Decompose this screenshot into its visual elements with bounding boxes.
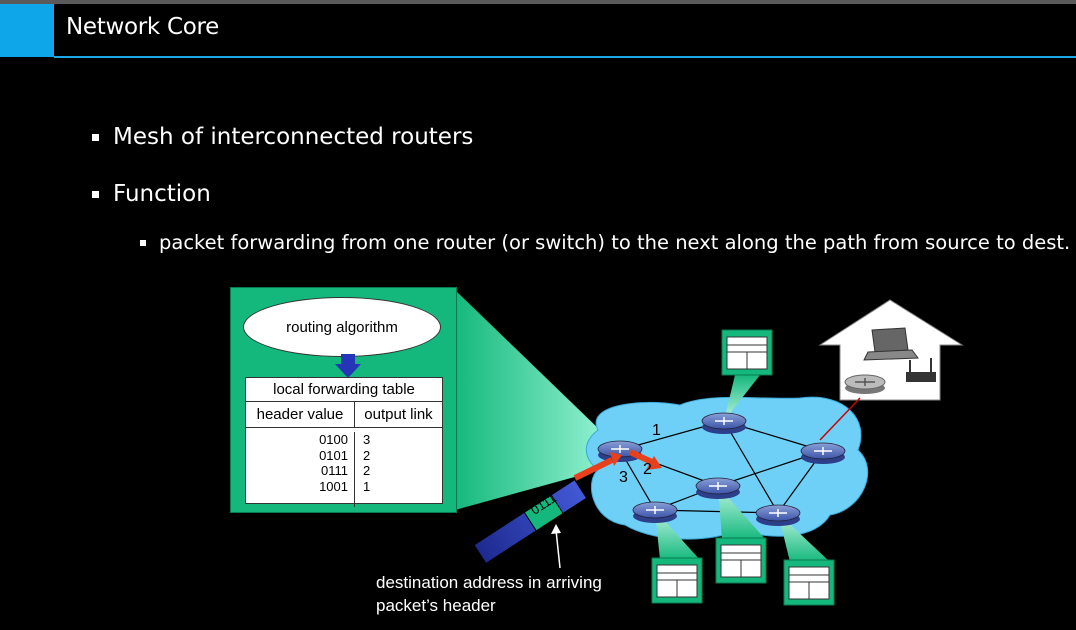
beam-top <box>724 375 760 421</box>
home-router-icon <box>844 374 886 394</box>
caption-arrow <box>551 524 561 569</box>
router-icon <box>695 477 741 499</box>
bullet-forwarding-text: packet forwarding from one router (or sw… <box>159 231 1071 254</box>
bullet-forwarding: packet forwarding from one router (or sw… <box>140 231 1070 254</box>
table-icon <box>651 557 703 604</box>
beam-bottom-mid <box>718 486 766 540</box>
table-cell-link: 2 <box>363 463 371 478</box>
header-value-column: header value <box>246 402 355 427</box>
bullet-function-text: Function <box>113 181 211 207</box>
router-icon <box>800 442 846 464</box>
top-bar <box>0 0 1076 4</box>
table-cell-value: 0101 <box>319 447 348 463</box>
packet-icon <box>473 478 588 565</box>
bullet-marker <box>92 190 99 198</box>
table-cell-value: 1001 <box>319 478 348 494</box>
router-icon <box>632 501 678 523</box>
table-icon <box>715 537 767 584</box>
beam-bottom-left <box>655 510 700 560</box>
bullet-marker <box>140 239 146 246</box>
router-icon <box>701 412 747 434</box>
arrival-arrow <box>573 452 622 481</box>
bullet-mesh-text: Mesh of interconnected routers <box>113 124 474 150</box>
table-icon <box>721 329 773 376</box>
laptop-icon <box>863 327 919 361</box>
caption-line-1: destination address in arriving <box>376 573 602 592</box>
table-cell-link: 1 <box>363 478 371 494</box>
title-rule <box>54 56 1076 58</box>
zoom-beam <box>455 290 600 510</box>
slide-title: Network Core <box>66 14 219 40</box>
output-link-column: output link <box>364 406 433 423</box>
forward-arrow <box>628 449 662 470</box>
caption-line-2: packet’s header <box>376 596 496 615</box>
forwarding-table-title: local forwarding table <box>246 378 442 402</box>
routing-algorithm-ellipse: routing algorithm <box>243 297 441 357</box>
link-label-3: 3 <box>619 469 628 486</box>
bullet-mesh: Mesh of interconnected routers <box>92 124 473 150</box>
wifi-router-icon <box>906 358 936 382</box>
table-cell-value: 0100 <box>319 432 348 447</box>
forwarding-table-header-row: header value output link <box>246 402 442 428</box>
link-label-2: 2 <box>643 461 652 478</box>
forwarding-table: local forwarding table header value outp… <box>245 377 443 507</box>
bullet-function: Function <box>92 181 211 207</box>
table-cell-value: 0111 <box>321 463 348 478</box>
forwarding-table-rows: 0100 0101 0111 1001 3 2 2 1 <box>246 428 442 507</box>
bullet-marker <box>92 133 99 141</box>
table-cell-link: 3 <box>363 432 371 447</box>
title-accent-block <box>0 4 54 57</box>
home-link <box>819 397 861 441</box>
beam-bottom-right <box>778 513 830 562</box>
table-icon <box>783 559 835 606</box>
router-icon <box>755 504 801 526</box>
link-label-1: 1 <box>652 422 661 439</box>
forwarding-table-panel: routing algorithm local forwarding table… <box>230 287 457 513</box>
down-arrow-icon <box>335 354 361 378</box>
table-cell-link: 2 <box>363 447 371 463</box>
